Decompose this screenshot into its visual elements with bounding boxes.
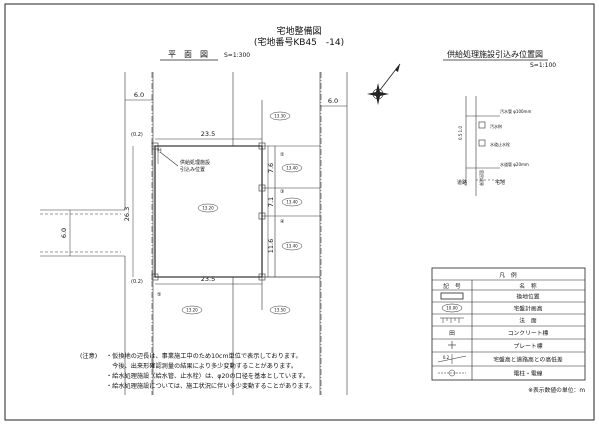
elev-oval-r2 [281,197,303,207]
north-needle-head [395,64,400,72]
legend-symbol-slope [440,317,464,323]
plan-drawing [40,72,348,395]
elev-lot-bottom-left: 13.20 [186,308,198,313]
elev-lot-main: 13.20 [202,206,214,211]
corner-marker-6 [151,142,159,150]
corner-marker-2 [258,184,266,192]
legend-name-5: プレート標 [514,342,543,350]
detail-road-label: 道路 [457,179,467,186]
elev-lot-bottom-right: 13.50 [274,308,286,313]
elev-oval-r1 [281,163,303,173]
corner-marker-3 [258,212,266,220]
plan-heading: 平 面 図 [168,50,208,59]
dim-offset-top: (0.2) [131,132,143,138]
dim-offset-bottom: (0.2) [131,279,143,285]
corner-marker-4 [258,273,266,281]
legend-name-4: コンクリート標 [508,329,549,337]
dim-road-left: 6.0 [134,91,144,99]
marker-bottom: ⑤ [157,292,161,298]
corner-marker-1 [258,142,266,150]
supply-callout [159,151,179,167]
detail-sewer-box [478,121,486,129]
legend-title: 凡 例 [499,271,517,279]
marker-r3: ④ [280,219,285,225]
dim-seg2: 7.1 [267,197,275,207]
elev-oval-r3 [281,241,303,251]
marker-r2: ③ [280,189,284,195]
legend-name-3: 法 面 [519,317,537,325]
detail-drawing [465,96,505,196]
legend-name-6: 宅盤高と道路高との高低差 [493,356,563,364]
detail-heading: 供給処理施設引込み位置図 [447,49,543,59]
elev-oval-bottom-right [269,305,291,315]
callout-leader [159,151,179,167]
notes-label: (注意) [80,352,97,360]
corner-marker-5 [151,273,159,281]
elev-lot-r1: 13.40 [286,166,298,171]
dim-frontage: 23.5 [201,130,215,138]
legend-col-name: 名 称 [519,282,537,290]
drawing-frame [4,3,595,421]
legend-unit-note: ※表示数値の単位：m [528,386,585,394]
legend-table: 凡 例 記 号 名 称 10.00 田 0.2 換地位置 [431,267,586,381]
detail-sewer-label: 汚水管 φ100mm [500,108,531,114]
notes-line-4: ・給水処理施設については、施工状況に伴い多少変動することがあります。 [106,382,315,390]
detail-scale: S=1:100 [530,62,556,69]
legend-outline [431,267,586,381]
detail-boundary-label: 官民境界 [479,170,485,186]
drawing-title: 宅地整備図 [276,25,321,37]
dim-frontage-bottom: 23.5 [201,275,215,283]
elev-oval-bottom-left [181,305,203,315]
dim-seg3: 11.6 [267,239,275,253]
dim-cross-road: 6.0 [60,228,68,238]
marker-top-left: ⑭ [157,147,162,154]
elev-lot-r2: 13.40 [286,200,298,205]
legend-name-2: 宅盤計画高 [514,305,543,313]
legend-symbol-elevation-text: 10.00 [446,306,458,311]
detail-water-stop [478,139,486,147]
legend-symbol-pole [438,369,466,377]
legend-symbol-height-diff-text: 0.2 [443,355,450,360]
north-arrow-icon [367,63,401,105]
detail-water-pipe-label: 水道管 φ20mm [500,161,529,167]
legend-symbol-plate [448,341,456,349]
plan-scale: S=1:300 [224,52,250,59]
legend-symbol-height-diff [437,354,467,364]
legend-symbol-concrete: 田 [449,330,455,337]
callout-line-1: 供給処理施設 [180,159,210,166]
elev-lot-r3: 13.40 [286,244,298,249]
detail-water-box-label: 汚水桝 [490,123,502,129]
legend-name-7: 電柱・電線 [514,370,543,378]
elev-oval-main [197,203,219,213]
elev-lot-top: 13.30 [274,114,286,119]
marker-r1: ② [280,152,285,158]
legend-symbol-replot [440,292,464,300]
pole-circle [448,369,456,377]
callout-line-2: 引込み位置 [180,166,205,173]
compass-star [367,83,389,105]
legend-col-symbol: 記 号 [443,282,461,290]
dim-seg1: 7.6 [267,163,275,173]
detail-water-stop-label: 水道止水栓 [490,141,510,147]
legend-name-1: 換地位置 [516,293,539,301]
drawing-subtitle: (宅地番号KB45 -14) [254,36,344,48]
detail-lot-label: 宅地 [495,179,505,186]
elevation-labels: 13.30 13.20 13.40 13.40 13.40 13.20 13.5… [181,111,303,315]
notes-line-2: 今後、出来形確認測量の結果により多少変動することがあります。 [106,362,297,370]
dim-road-right: 6.0 [328,97,338,105]
notes-line-1: ・仮換地の辺長は、事業施工中のため10cm単位で表示しております。 [106,352,302,360]
legend-symbol-elevation [441,303,463,313]
elev-oval-top [269,111,291,121]
detail-dims: 0.5 1.0 [458,126,463,140]
dim-depth: 26.3 [123,207,131,221]
notes-line-3: ・給水処理施設（給水管、止水栓）は、φ20の口径を基本としています。 [106,372,309,380]
